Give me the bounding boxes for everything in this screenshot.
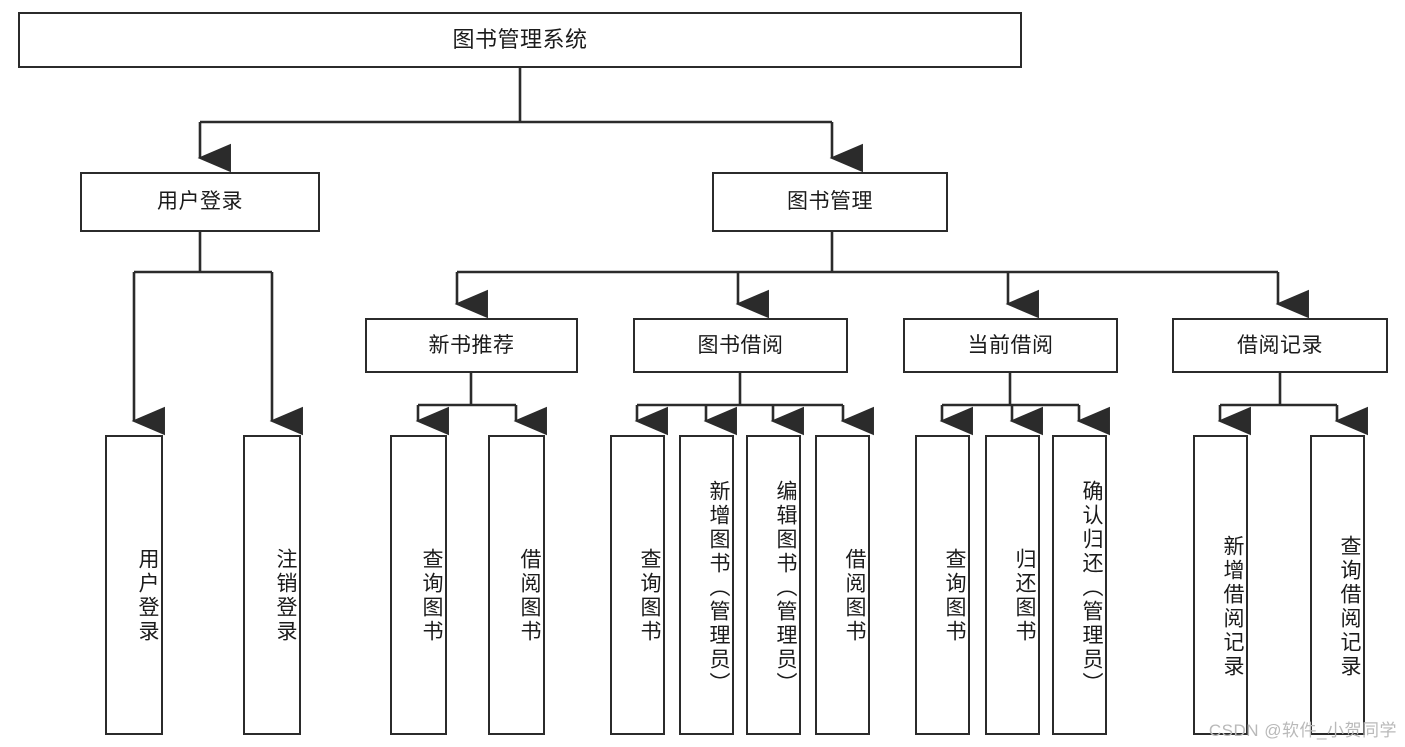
node-leaf-edit-book-admin[interactable]: 编辑图书（管理员） <box>746 435 801 735</box>
node-root-system[interactable]: 图书管理系统 <box>18 12 1022 68</box>
node-leaf-query-book-3[interactable]: 查询图书 <box>915 435 970 735</box>
node-leaf-add-borrow-record[interactable]: 新增借阅记录 <box>1193 435 1248 735</box>
node-leaf-logout-login[interactable]: 注销登录 <box>243 435 301 735</box>
node-label: 查询图书 <box>638 548 661 644</box>
node-label: 当前借阅 <box>967 333 1054 357</box>
node-label: 归还图书 <box>1013 548 1036 644</box>
node-leaf-query-borrow-record[interactable]: 查询借阅记录 <box>1310 435 1365 735</box>
node-label: 新增图书（管理员） <box>707 480 730 696</box>
node-label: 图书管理 <box>787 190 873 214</box>
node-label: 新书推荐 <box>428 333 515 357</box>
node-label: 注销登录 <box>274 548 297 644</box>
node-leaf-query-book-1[interactable]: 查询图书 <box>390 435 447 735</box>
node-label: 用户登录 <box>136 548 159 644</box>
node-leaf-add-book-admin[interactable]: 新增图书（管理员） <box>679 435 734 735</box>
node-current-borrow[interactable]: 当前借阅 <box>903 318 1118 373</box>
node-label: 查询借阅记录 <box>1338 535 1361 679</box>
node-label: 图书借阅 <box>697 333 784 357</box>
node-label: 确认归还（管理员） <box>1080 480 1103 696</box>
node-label: 新增借阅记录 <box>1221 535 1244 679</box>
node-label: 图书管理系统 <box>452 26 588 52</box>
node-new-book-recommend[interactable]: 新书推荐 <box>365 318 578 373</box>
node-leaf-confirm-return-admin[interactable]: 确认归还（管理员） <box>1052 435 1107 735</box>
node-book-management[interactable]: 图书管理 <box>712 172 948 232</box>
node-borrow-record[interactable]: 借阅记录 <box>1172 318 1388 373</box>
csdn-watermark: CSDN @软件_小贺同学 <box>1208 721 1397 740</box>
node-user-login[interactable]: 用户登录 <box>80 172 320 232</box>
node-leaf-query-book-2[interactable]: 查询图书 <box>610 435 665 735</box>
node-label: 查询图书 <box>420 548 443 644</box>
node-leaf-return-book[interactable]: 归还图书 <box>985 435 1040 735</box>
node-label: 用户登录 <box>157 190 243 214</box>
node-label: 借阅图书 <box>518 548 541 644</box>
node-label: 查询图书 <box>943 548 966 644</box>
node-label: 借阅记录 <box>1237 333 1323 357</box>
node-label: 编辑图书（管理员） <box>774 480 797 696</box>
node-leaf-borrow-book-1[interactable]: 借阅图书 <box>488 435 545 735</box>
node-leaf-borrow-book-2[interactable]: 借阅图书 <box>815 435 870 735</box>
node-book-borrow[interactable]: 图书借阅 <box>633 318 848 373</box>
node-leaf-user-login[interactable]: 用户登录 <box>105 435 163 735</box>
node-label: 借阅图书 <box>843 548 866 644</box>
